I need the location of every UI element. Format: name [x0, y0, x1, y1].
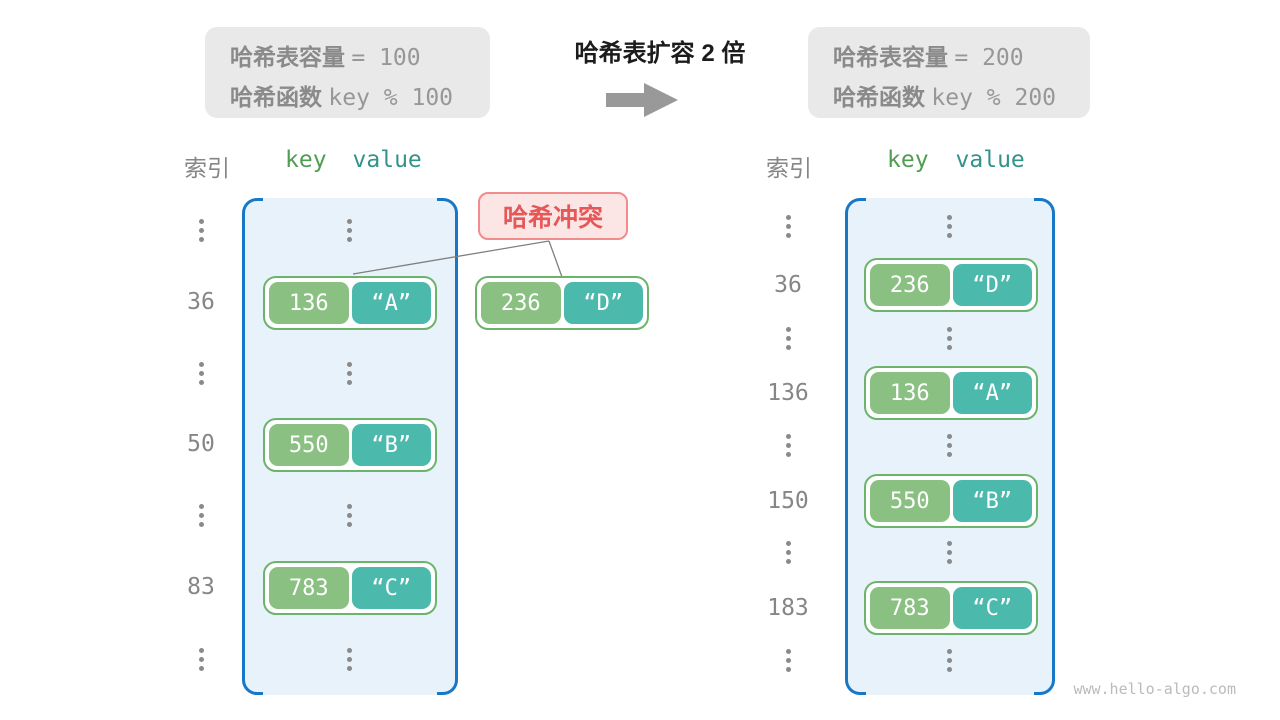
collision-callout: 哈希冲突 — [478, 192, 628, 240]
key-cell: 136 — [870, 372, 950, 414]
expand-title: 哈希表扩容 2 倍 — [574, 40, 746, 67]
vertical-ellipsis-icon — [346, 648, 352, 671]
hash-function-line: 哈希函数 key % 100 — [230, 84, 454, 111]
key-cell: 136 — [269, 282, 349, 324]
value-cell: “D” — [952, 264, 1032, 306]
kv-pair-136-A: 136 “A” — [263, 276, 437, 330]
vertical-ellipsis-icon — [785, 215, 791, 238]
vertical-ellipsis-icon — [946, 215, 952, 238]
vertical-ellipsis-icon — [785, 541, 791, 564]
key-cell: 236 — [481, 282, 561, 324]
value-header: value — [352, 147, 422, 173]
vertical-ellipsis-icon — [346, 504, 352, 527]
value-cell: “C” — [952, 587, 1032, 629]
watermark: www.hello-algo.com — [1073, 680, 1236, 698]
index-label: 36 — [187, 289, 215, 315]
key-header: key — [887, 147, 929, 173]
value-cell: “A” — [351, 282, 431, 324]
kv-pair-550-B: 550 “B” — [864, 474, 1038, 528]
vertical-ellipsis-icon — [946, 327, 952, 350]
vertical-ellipsis-icon — [946, 434, 952, 457]
vertical-ellipsis-icon — [198, 504, 204, 527]
vertical-ellipsis-icon — [785, 434, 791, 457]
key-cell: 550 — [269, 424, 349, 466]
index-label: 36 — [774, 272, 802, 298]
hash-function-line: 哈希函数 key % 200 — [833, 84, 1057, 111]
key-header: key — [285, 147, 327, 173]
key-cell: 236 — [870, 264, 950, 306]
kv-pair-136-A: 136 “A” — [864, 366, 1038, 420]
vertical-ellipsis-icon — [346, 362, 352, 385]
key-cell: 783 — [870, 587, 950, 629]
left-kv-header: key value — [285, 147, 422, 173]
vertical-ellipsis-icon — [785, 327, 791, 350]
value-cell: “A” — [952, 372, 1032, 414]
value-cell: “D” — [563, 282, 643, 324]
vertical-ellipsis-icon — [346, 219, 352, 242]
vertical-ellipsis-icon — [198, 219, 204, 242]
key-cell: 783 — [269, 567, 349, 609]
capacity-info-box-before: 哈希表容量 = 100 哈希函数 key % 100 — [205, 27, 490, 118]
index-label: 183 — [767, 595, 809, 621]
left-index-header: 索引 — [184, 155, 230, 181]
vertical-ellipsis-icon — [198, 362, 204, 385]
kv-pair-550-B: 550 “B” — [263, 418, 437, 472]
index-label: 83 — [187, 574, 215, 600]
value-cell: “C” — [351, 567, 431, 609]
kv-pair-236-D: 236 “D” — [864, 258, 1038, 312]
index-label: 150 — [767, 488, 809, 514]
value-header: value — [955, 147, 1025, 173]
vertical-ellipsis-icon — [785, 649, 791, 672]
right-index-header: 索引 — [766, 155, 812, 181]
right-kv-header: key value — [887, 147, 1025, 173]
kv-pair-236-D-floating: 236 “D” — [475, 276, 649, 330]
expand-arrow-icon — [606, 83, 678, 117]
vertical-ellipsis-icon — [946, 649, 952, 672]
key-cell: 550 — [870, 480, 950, 522]
kv-pair-783-C: 783 “C” — [864, 581, 1038, 635]
vertical-ellipsis-icon — [198, 648, 204, 671]
vertical-ellipsis-icon — [946, 541, 952, 564]
value-cell: “B” — [952, 480, 1032, 522]
capacity-line: 哈希表容量 = 200 — [833, 44, 1024, 71]
capacity-info-box-after: 哈希表容量 = 200 哈希函数 key % 200 — [808, 27, 1090, 118]
index-label: 50 — [187, 431, 215, 457]
index-label: 136 — [767, 380, 809, 406]
kv-pair-783-C: 783 “C” — [263, 561, 437, 615]
capacity-line: 哈希表容量 = 100 — [230, 44, 421, 71]
value-cell: “B” — [351, 424, 431, 466]
